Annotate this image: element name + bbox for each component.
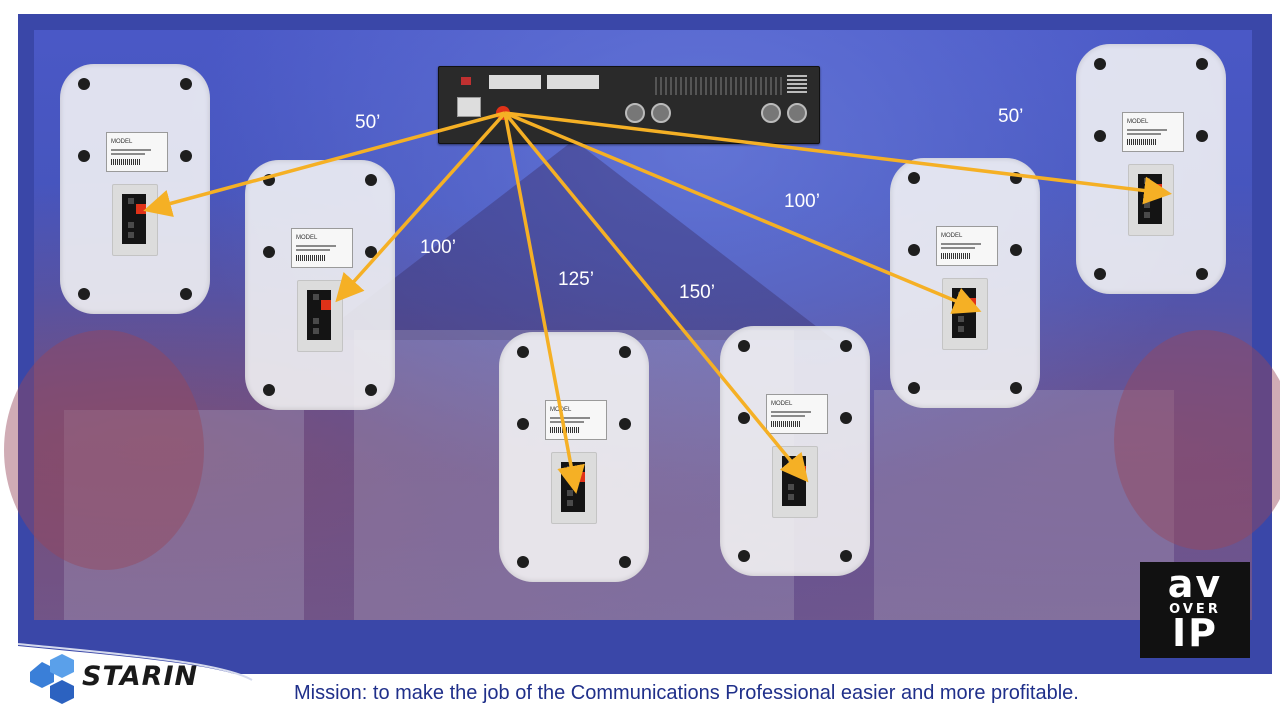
mount-hole	[517, 556, 529, 568]
speaker-5: MODEL	[890, 158, 1040, 408]
starin-logo	[30, 654, 74, 704]
distance-label-speaker-6: 50’	[998, 106, 1024, 127]
speaker-model-label: MODEL	[936, 226, 998, 266]
mount-hole	[908, 382, 920, 394]
speaker-2: MODEL	[245, 160, 395, 410]
mount-hole	[263, 246, 275, 258]
speaker-4: MODEL	[720, 326, 870, 576]
mount-hole	[78, 150, 90, 162]
mount-hole	[517, 418, 529, 430]
model-text: MODEL	[296, 235, 318, 241]
xlr-input-1	[625, 103, 645, 123]
model-text: MODEL	[941, 233, 963, 239]
mount-hole	[619, 556, 631, 568]
over-text: OVER	[1169, 602, 1221, 617]
starin-wordmark: STARIN	[82, 661, 199, 692]
red-terminal	[796, 466, 806, 476]
mount-hole	[365, 246, 377, 258]
terminal-strip-2	[547, 75, 599, 89]
mount-hole	[180, 288, 192, 300]
mount-hole	[1196, 130, 1208, 142]
model-text: MODEL	[111, 139, 133, 145]
mount-hole	[738, 550, 750, 562]
mount-hole	[180, 150, 192, 162]
mount-hole	[738, 340, 750, 352]
house-right	[874, 390, 1174, 620]
xlr-input-4	[787, 103, 807, 123]
model-text: MODEL	[1127, 119, 1149, 125]
mount-hole	[840, 550, 852, 562]
mount-hole	[180, 78, 192, 90]
mount-hole	[263, 174, 275, 186]
mount-hole	[1094, 268, 1106, 280]
speaker-model-label: MODEL	[545, 400, 607, 440]
speaker-6: MODEL	[1076, 44, 1226, 294]
speaker-terminal	[307, 290, 331, 340]
speaker-terminal	[561, 462, 585, 512]
mount-hole	[1010, 172, 1022, 184]
tree-left	[4, 330, 204, 570]
speaker-terminal	[1138, 174, 1162, 224]
mount-hole	[78, 78, 90, 90]
mount-hole	[1010, 244, 1022, 256]
mount-hole	[365, 384, 377, 396]
mount-hole	[908, 172, 920, 184]
red-terminal	[136, 204, 146, 214]
mission-statement: Mission: to make the job of the Communic…	[294, 682, 1079, 704]
mount-hole	[1196, 268, 1208, 280]
mount-hole	[840, 412, 852, 424]
mount-hole	[738, 412, 750, 424]
distance-label-speaker-1: 50’	[355, 112, 381, 133]
distance-label-speaker-4: 150’	[679, 282, 715, 303]
model-text: MODEL	[550, 407, 572, 413]
mount-hole	[619, 418, 631, 430]
speaker-model-label: MODEL	[1122, 112, 1184, 152]
speaker-terminal	[782, 456, 806, 506]
mount-hole	[840, 340, 852, 352]
mount-hole	[908, 244, 920, 256]
mount-hole	[1196, 58, 1208, 70]
red-terminal	[575, 472, 585, 482]
house-left	[64, 410, 304, 620]
amplifier-rear-panel	[438, 66, 820, 144]
xlr-input-3	[761, 103, 781, 123]
power-switch	[461, 77, 471, 85]
tree-right	[1114, 330, 1280, 550]
av-text: av	[1167, 562, 1223, 606]
av-over-ip-logo: av OVER IP	[1140, 562, 1250, 658]
footer-swoosh	[0, 636, 1280, 720]
speaker-model-label: MODEL	[766, 394, 828, 434]
terminal-strip-1	[489, 75, 541, 89]
mount-hole	[1094, 58, 1106, 70]
starin-hex-icon	[30, 662, 54, 688]
distance-label-speaker-3: 125’	[558, 269, 594, 290]
distance-label-speaker-2: 100’	[420, 237, 456, 258]
red-terminal	[966, 298, 976, 308]
red-terminal	[321, 300, 331, 310]
mount-hole	[1010, 382, 1022, 394]
mount-hole	[1094, 130, 1106, 142]
xlr-input-2	[651, 103, 671, 123]
mount-hole	[365, 174, 377, 186]
speaker-model-label: MODEL	[106, 132, 168, 172]
starin-hex-icon	[50, 654, 74, 678]
red-terminal	[1152, 184, 1162, 194]
mount-hole	[78, 288, 90, 300]
speaker-terminal	[122, 194, 146, 244]
ip-text: IP	[1172, 611, 1218, 655]
mount-hole	[263, 384, 275, 396]
power-inlet	[457, 97, 481, 117]
speaker-1: MODEL	[60, 64, 210, 314]
speaker-terminal	[952, 288, 976, 338]
model-text: MODEL	[771, 401, 793, 407]
amplifier-vent	[655, 77, 785, 95]
mount-hole	[619, 346, 631, 358]
speaker-3: MODEL	[499, 332, 649, 582]
starin-hex-icon	[50, 680, 74, 704]
speaker-model-label: MODEL	[291, 228, 353, 268]
distance-label-speaker-5: 100’	[784, 191, 820, 212]
amplifier-dip-switch	[787, 75, 807, 93]
mount-hole	[517, 346, 529, 358]
